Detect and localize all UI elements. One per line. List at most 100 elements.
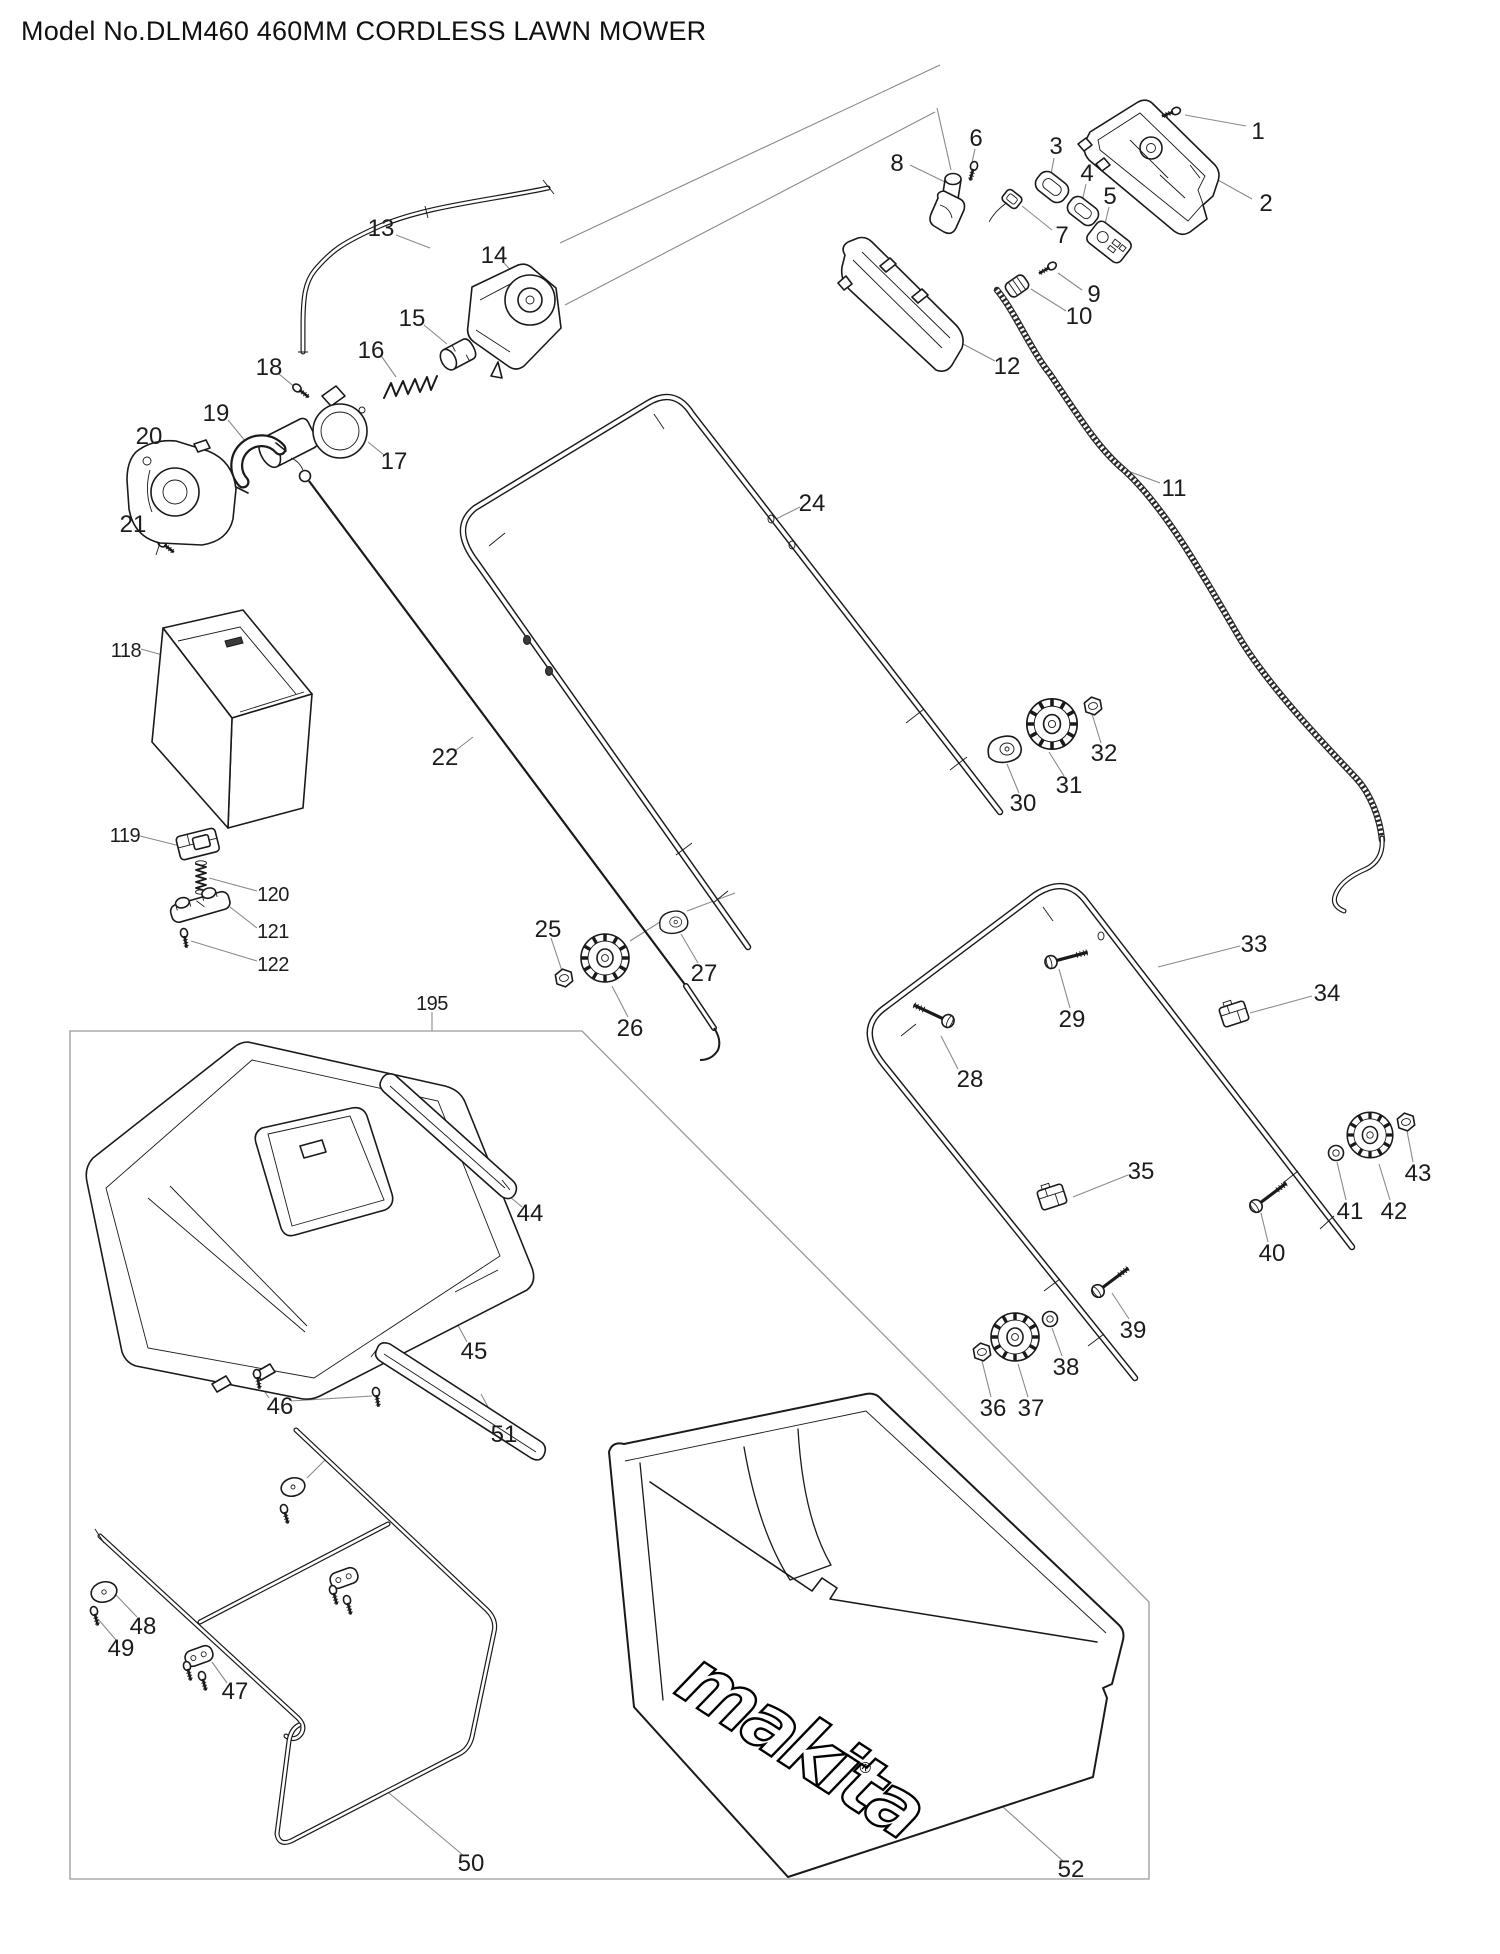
part-label-35: 35 xyxy=(1128,1158,1155,1185)
part-label-28: 28 xyxy=(957,1066,984,1093)
bolt-29-drawing xyxy=(1041,944,1091,972)
part-label-43: 43 xyxy=(1405,1160,1432,1187)
part-label-41: 41 xyxy=(1337,1198,1364,1225)
cable-11-drawing xyxy=(993,286,1386,914)
part-label-18: 18 xyxy=(256,354,283,381)
drive-unit-drawing xyxy=(258,385,368,469)
part-label-32: 32 xyxy=(1091,740,1118,767)
screw-9-drawing xyxy=(1035,259,1059,278)
part-label-14: 14 xyxy=(481,242,508,269)
part-label-26: 26 xyxy=(617,1015,644,1042)
assembly-reference-lines xyxy=(559,64,952,306)
control-rod-drawing xyxy=(290,457,721,1061)
ring-holder-drawing xyxy=(230,434,287,494)
bolt-39-drawing xyxy=(1087,1261,1134,1302)
screw-47a2-drawing xyxy=(341,1593,356,1617)
nut-32-drawing xyxy=(1082,694,1104,718)
cone-27-drawing xyxy=(659,910,689,935)
part-label-25: 25 xyxy=(535,916,562,943)
knob-42-drawing xyxy=(1345,1110,1395,1160)
part-label-11: 11 xyxy=(1162,475,1187,502)
nut-25-drawing xyxy=(553,966,575,990)
nut-36-drawing xyxy=(971,1340,993,1364)
part-label-39: 39 xyxy=(1120,1317,1147,1344)
part-label-15: 15 xyxy=(399,305,426,332)
part-label-10: 10 xyxy=(1066,303,1093,330)
part-label-51: 51 xyxy=(491,1421,518,1448)
knob-31-drawing xyxy=(1025,697,1079,751)
screw-122-drawing xyxy=(178,926,192,950)
part-label-22: 22 xyxy=(432,744,459,771)
nut-43-drawing xyxy=(1395,1110,1417,1134)
part-label-24: 24 xyxy=(799,490,826,517)
grass-bag-drawing: makita ® xyxy=(608,1392,1125,1878)
clamp-35-drawing xyxy=(1034,1178,1069,1212)
part-label-44: 44 xyxy=(517,1200,544,1227)
plate-47a-drawing xyxy=(329,1566,359,1590)
latch-119-drawing xyxy=(175,827,221,861)
part-label-21: 21 xyxy=(120,511,147,538)
cone-30-drawing xyxy=(987,735,1023,764)
part-label-38: 38 xyxy=(1053,1354,1080,1381)
part-label-37: 37 xyxy=(1018,1395,1045,1422)
strip-51-drawing xyxy=(370,1342,547,1461)
part-label-45: 45 xyxy=(461,1338,488,1365)
part-label-121: 121 xyxy=(257,921,289,943)
screw-6-drawing xyxy=(965,159,980,183)
part-label-16: 16 xyxy=(358,337,385,364)
part-label-2: 2 xyxy=(1259,190,1272,217)
bail-tube-drawing xyxy=(298,179,555,355)
discharge-guard-drawing xyxy=(151,609,313,829)
part-label-47: 47 xyxy=(222,1678,249,1705)
screw-49b-drawing xyxy=(278,1502,293,1526)
washer-48b-drawing xyxy=(280,1476,306,1498)
screw-49-drawing xyxy=(88,1604,103,1628)
part-label-50: 50 xyxy=(458,1850,485,1877)
handle-bracket-drawing xyxy=(837,236,964,372)
part-label-33: 33 xyxy=(1241,931,1268,958)
part-label-52: 52 xyxy=(1058,1856,1085,1883)
part-label-9: 9 xyxy=(1087,281,1100,308)
part-label-29: 29 xyxy=(1059,1006,1086,1033)
rear-cover-drawing xyxy=(85,1041,535,1400)
bracket-121-drawing xyxy=(169,887,231,924)
switch-button-drawing xyxy=(1034,170,1070,204)
part-label-12: 12 xyxy=(994,353,1021,380)
upper-handle-drawing xyxy=(459,393,1004,951)
part-label-46: 46 xyxy=(267,1393,294,1420)
part-label-27: 27 xyxy=(691,960,718,987)
strip-44-drawing xyxy=(379,1073,518,1200)
page-title: Model No.DLM460 460MM CORDLESS LAWN MOWE… xyxy=(21,16,707,46)
washer-41-drawing xyxy=(1327,1144,1345,1162)
part-label-20: 20 xyxy=(136,423,163,450)
part-label-49: 49 xyxy=(108,1635,135,1662)
switch-button2-drawing xyxy=(1066,195,1100,227)
subassembly-box xyxy=(69,1030,1150,1880)
clamp-sleeve-drawing xyxy=(439,338,477,371)
part-label-119: 119 xyxy=(110,825,141,847)
part-label-5: 5 xyxy=(1103,183,1116,210)
part-label-120: 120 xyxy=(257,884,289,906)
screw-47b2-drawing xyxy=(196,1669,211,1693)
knob-26-drawing xyxy=(579,932,631,984)
display-panel-drawing xyxy=(1086,220,1132,264)
part-label-17: 17 xyxy=(381,448,408,475)
lever-drawing xyxy=(929,172,966,235)
screw-18-drawing xyxy=(289,381,313,402)
part-label-3: 3 xyxy=(1049,133,1062,160)
screw-46b-drawing xyxy=(370,1385,384,1409)
part-label-42: 42 xyxy=(1381,1198,1408,1225)
clamp-34-drawing xyxy=(1216,995,1251,1029)
part-label-122: 122 xyxy=(257,954,289,976)
part-label-13: 13 xyxy=(368,215,395,242)
housing-cover-drawing xyxy=(126,439,237,556)
part-label-19: 19 xyxy=(203,400,230,427)
plate-47b-drawing xyxy=(184,1644,214,1668)
part-label-40: 40 xyxy=(1259,1240,1286,1267)
part-label-1: 1 xyxy=(1251,118,1264,145)
washer-38-drawing xyxy=(1041,1310,1059,1328)
part-label-34: 34 xyxy=(1314,980,1341,1007)
switch-housing-drawing xyxy=(1077,99,1220,236)
